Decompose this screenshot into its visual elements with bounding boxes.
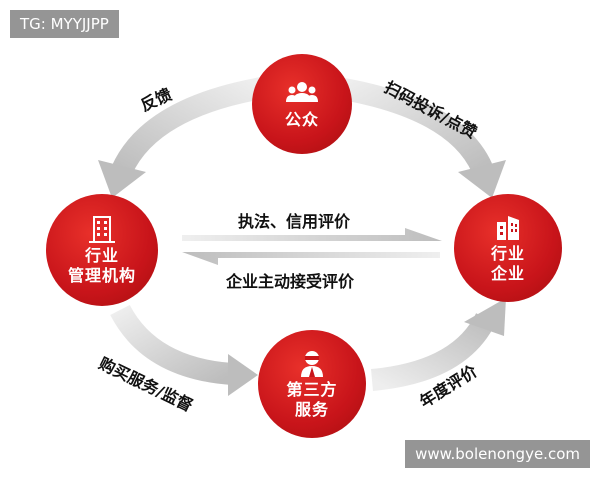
arrow-public-to-mgmt <box>111 77 264 175</box>
building-icon <box>89 216 115 243</box>
people-group-icon <box>286 82 318 102</box>
arrow-enterprise-to-mgmt <box>182 252 440 265</box>
arrow-third-to-enterprise <box>370 312 496 391</box>
watermark-bottom-right: www.bolenongye.com <box>405 440 590 468</box>
arrow-public-to-mgmt-head <box>98 160 146 198</box>
node-industry-enterprise-line1: 行业 <box>490 244 525 263</box>
node-third-party-line1: 第三方 <box>286 380 338 399</box>
watermark-top-left: TG: MYYJJPP <box>10 10 119 38</box>
node-public: 公众 <box>252 54 352 154</box>
node-public-label: 公众 <box>284 110 319 129</box>
office-tower-icon <box>497 216 519 240</box>
service-agent-icon <box>301 351 323 377</box>
node-industry-mgmt-line2: 管理机构 <box>67 266 136 285</box>
arrow-mgmt-to-third-head <box>228 354 258 396</box>
label-law-credit-eval: 执法、信用评价 <box>238 212 351 231</box>
node-industry-enterprise: 行业 企业 <box>454 194 562 302</box>
node-industry-mgmt: 行业 管理机构 <box>46 194 158 306</box>
arrow-mgmt-to-enterprise <box>182 228 442 241</box>
node-industry-enterprise-line2: 企业 <box>490 264 525 283</box>
node-third-party: 第三方 服务 <box>258 330 366 438</box>
arrow-third-to-enterprise-head <box>464 298 506 336</box>
arrow-public-to-enterprise <box>336 77 493 173</box>
node-third-party-line2: 服务 <box>294 400 329 419</box>
arrow-mgmt-to-third <box>110 304 233 385</box>
arrow-public-to-enterprise-head <box>458 160 506 198</box>
node-industry-mgmt-line1: 行业 <box>84 246 119 265</box>
label-enterprise-accept-eval: 企业主动接受评价 <box>226 272 355 291</box>
